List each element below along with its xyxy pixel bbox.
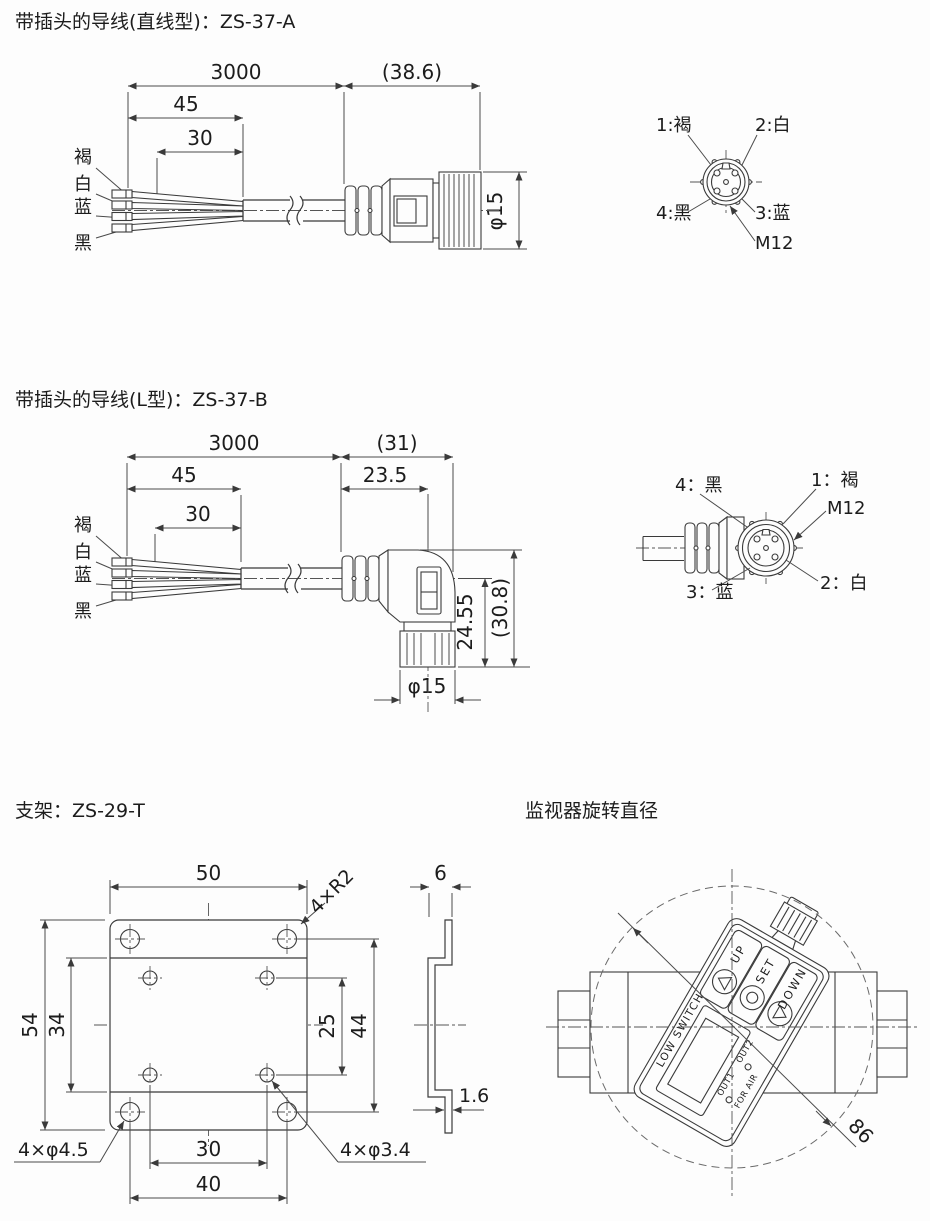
wire-black-label: 黑	[74, 233, 92, 254]
bracket-dimensions	[14, 880, 484, 1204]
pin2-label-a: 2:白	[755, 115, 791, 136]
wire-black-label: 黑	[74, 601, 92, 622]
zs37b-cable-drawing	[111, 548, 458, 712]
zs37b-face-view: 4：黑 1：褐 M12 2：白 3：蓝	[636, 470, 867, 603]
dim-bend-span: 34	[45, 1012, 69, 1037]
dim-corner-hole-dia: 4×φ4.5	[18, 1139, 89, 1161]
section-title: 支架：ZS-29-T	[15, 800, 145, 822]
zs37b-wire-labels: 褐 白 蓝 黑	[74, 515, 127, 622]
dim-inner-hole-dia: 4×φ3.4	[340, 1139, 411, 1161]
monitor-unit: UP SET DOWN LOW SWITCH OUT2 OUT1 FOR AIR	[633, 896, 830, 1147]
zs37b-dimensions	[126, 453, 530, 704]
dim-dia-b: φ15	[408, 674, 447, 698]
dim-strip-a: 45	[173, 92, 198, 116]
pin3-label-a: 3:蓝	[755, 203, 791, 224]
dim-hole-h: 30	[196, 1137, 221, 1161]
wire-brown-label: 褐	[74, 147, 92, 168]
section-title: 监视器旋转直径	[525, 800, 658, 822]
section-title: 带插头的导线(直线型)：ZS-37-A	[15, 11, 295, 33]
dim-connector-a: (38.6)	[382, 60, 442, 84]
dim-side-width: 6	[434, 861, 447, 885]
dim-thickness: 1.6	[459, 1085, 489, 1107]
lcd-window	[666, 1017, 740, 1104]
pin1-label-a: 1:褐	[656, 115, 692, 136]
dim-hole-v: 25	[315, 1013, 339, 1038]
pin1-label-b: 1：褐	[811, 470, 858, 491]
zs37a-wire-labels: 褐 白 蓝 黑	[74, 147, 127, 254]
dim-overall-b: 3000	[209, 431, 260, 455]
dim-height: 54	[18, 1012, 42, 1037]
thread-label-b: M12	[827, 498, 865, 519]
wire-white-label: 白	[74, 174, 92, 195]
dim-height-b: 24.55	[453, 593, 477, 650]
wire-blue-label: 蓝	[74, 565, 92, 586]
straight-connector	[344, 171, 482, 250]
zs37a-cable-drawing	[111, 171, 500, 250]
dim-corner-radius: 4×R2	[305, 865, 358, 918]
dim-connector-b: (31)	[376, 431, 417, 455]
dim-rotation-dia: 86	[843, 1114, 878, 1149]
pin4-label-a: 4:黑	[656, 203, 692, 224]
bracket-side-view	[414, 919, 466, 1134]
out2-led	[744, 1063, 752, 1071]
dim-height-total-b: (30.8)	[488, 578, 512, 638]
wire-white-label: 白	[74, 542, 92, 563]
elbow-connector	[341, 548, 456, 668]
dim-width: 50	[196, 861, 221, 885]
dim-strip-b: 45	[171, 463, 196, 487]
pin4-label-b: 4：黑	[675, 475, 722, 496]
dim-corner-hole-v: 44	[347, 1013, 371, 1038]
dim-strip2-a: 30	[187, 126, 212, 150]
wire-blue-label: 蓝	[74, 197, 92, 218]
wire-brown-label: 褐	[74, 515, 92, 536]
zs37a-face-view: 1:褐 2:白 4:黑 3:蓝 M12	[656, 115, 793, 254]
dim-strip2-b: 30	[185, 502, 210, 526]
dim-overall-a: 3000	[211, 60, 262, 84]
pin3-label-b: 3：蓝	[686, 582, 733, 603]
dim-dia-a: φ15	[483, 192, 507, 231]
section-bracket: 支架：ZS-29-T	[14, 800, 489, 1204]
dim-corner-hole-h: 40	[196, 1172, 221, 1196]
pin2-label-b: 2：白	[820, 573, 867, 594]
zs37a-dimensions	[127, 82, 527, 250]
bracket-front-view	[94, 903, 323, 1146]
dim-elbow-b: 23.5	[363, 463, 408, 487]
section-zs37a: 带插头的导线(直线型)：ZS-37-A 3000 (38.6) 45 30 φ1…	[15, 11, 793, 254]
section-zs37b: 带插头的导线(L型)：ZS-37-B 3000 (31	[15, 389, 867, 712]
section-monitor: 监视器旋转直径	[525, 800, 918, 1196]
section-title: 带插头的导线(L型)：ZS-37-B	[15, 389, 268, 411]
thread-label-a: M12	[755, 233, 793, 254]
